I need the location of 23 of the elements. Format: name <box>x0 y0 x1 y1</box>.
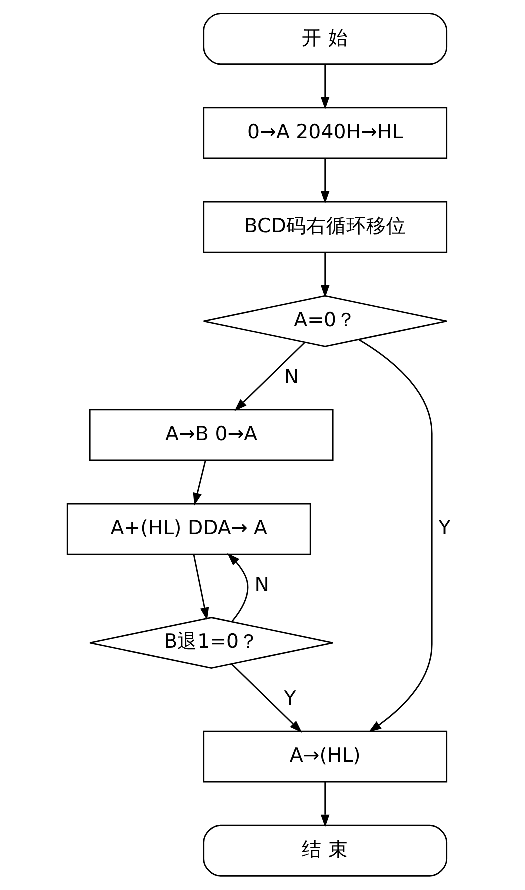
edge-label: Y <box>284 687 296 710</box>
edge-label: N <box>254 573 270 596</box>
arrow <box>320 158 330 204</box>
arrow <box>234 342 306 412</box>
arrow <box>231 664 302 733</box>
node-box: 0→A 2040H→HL <box>203 107 448 160</box>
node-diamond: A=0？ <box>203 295 448 348</box>
arrow <box>320 64 330 110</box>
node-box: 结 束 <box>203 824 448 877</box>
node-diamond: B退1=0？ <box>89 617 334 670</box>
node-box: A+(HL) DDA→ A <box>66 503 312 556</box>
edge-label: N <box>284 365 300 388</box>
node-box: A→(HL) <box>203 730 448 783</box>
node-box: A→B 0→A <box>89 409 334 462</box>
arrow <box>193 554 210 620</box>
node-box: 开 始 <box>203 13 448 66</box>
arrow <box>320 252 330 298</box>
arrow <box>193 460 206 506</box>
edge-label: Y <box>438 516 451 540</box>
node-box: BCD码右循环移位 <box>203 201 448 254</box>
arrow <box>227 553 249 622</box>
arrow <box>358 339 433 732</box>
arrow <box>320 782 330 828</box>
